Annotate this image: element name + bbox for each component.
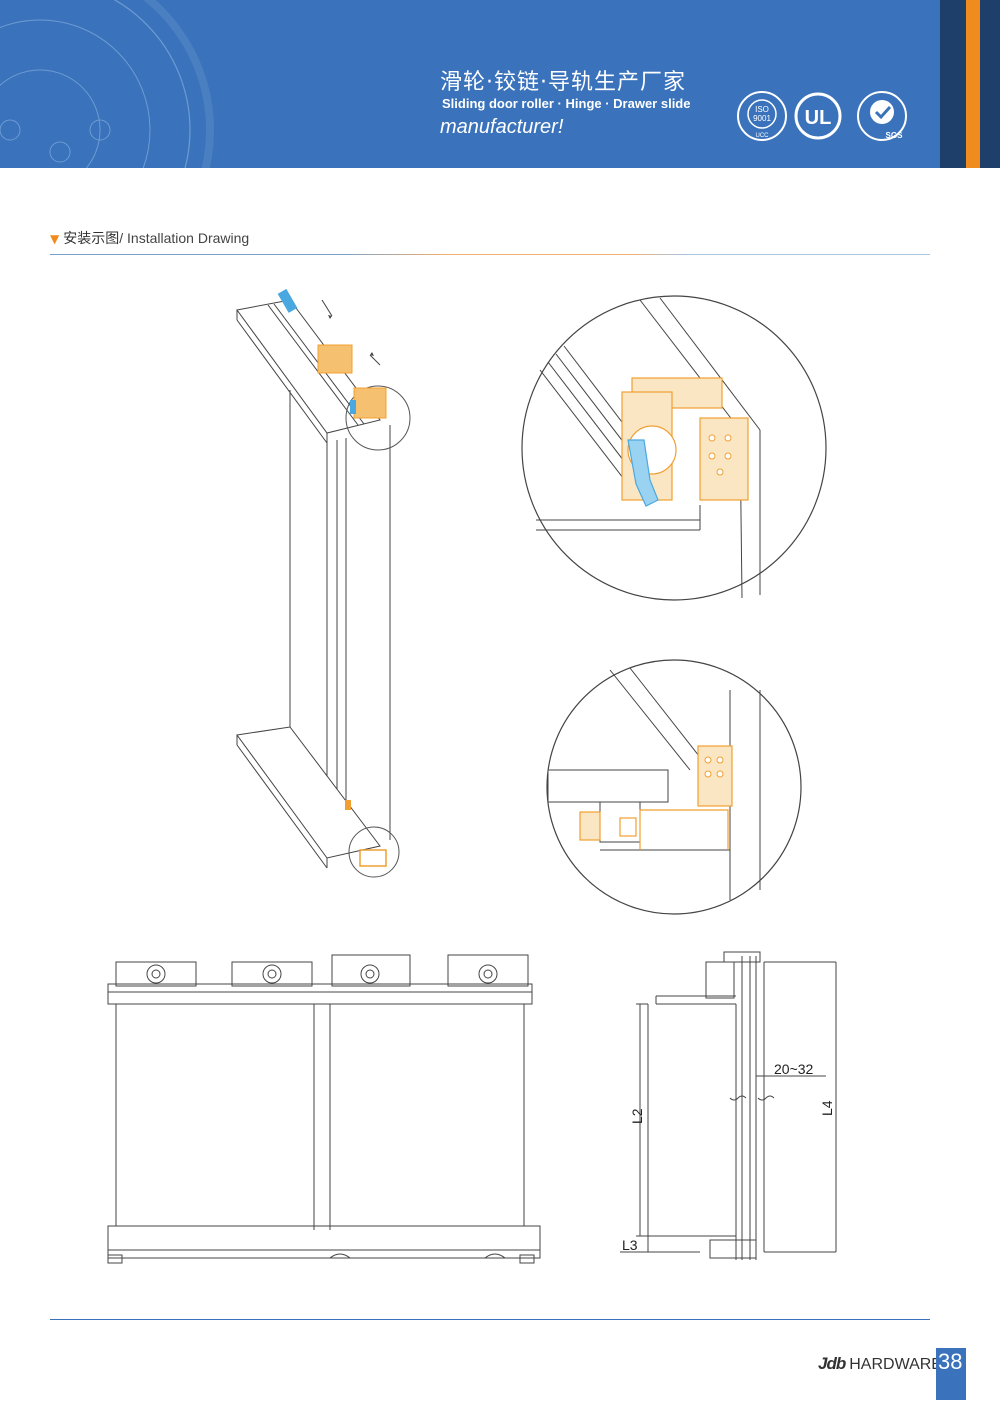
dim-l3-label: L3 <box>622 1237 638 1253</box>
section-title-cn: 安装示图 <box>63 231 120 247</box>
svg-text:ISO: ISO <box>755 105 769 114</box>
sgs-seal: SGS <box>857 91 907 141</box>
section-title-en: / Installation Drawing <box>119 230 250 246</box>
svg-text:9001: 9001 <box>753 114 771 123</box>
section-heading: ▼安装示图/ Installation Drawing <box>50 228 249 248</box>
brand-logo: Jdb <box>818 1354 846 1373</box>
bottom-guide-detail <box>546 659 802 915</box>
header-title-en: Sliding door roller · Hinge · Drawer sli… <box>442 96 691 111</box>
ul-mark: UL <box>794 92 842 140</box>
header-stripe-orange <box>966 0 980 168</box>
triangle-bullet-icon: ▼ <box>50 232 60 246</box>
page-number: 38 <box>938 1349 963 1374</box>
side-section <box>620 951 837 1260</box>
top-roller-detail <box>521 295 827 601</box>
svg-text:SGS: SGS <box>886 131 904 140</box>
header-decor-circles <box>0 0 214 168</box>
header-stripe-dark-2 <box>980 0 1000 168</box>
section-rule <box>50 254 930 255</box>
header-title-en-2: manufacturer! <box>440 116 564 138</box>
isometric-door-drawing <box>236 299 411 878</box>
dim-l2-label: L2 <box>629 1108 645 1124</box>
page-header: 滑轮·铰链·导轨生产厂家 Sliding door roller · Hinge… <box>0 0 1000 168</box>
brand-text: HARDWARE <box>849 1356 942 1373</box>
footer-rule <box>50 1319 930 1320</box>
cert-logos: ISO 9001 UCC UL SGS <box>737 91 907 141</box>
iso-9001-seal: ISO 9001 UCC <box>737 91 787 141</box>
svg-text:UCC: UCC <box>756 133 770 139</box>
dim-l4-label: L4 <box>819 1100 835 1116</box>
page-number-box <box>936 1348 966 1400</box>
front-elevation <box>107 954 541 1264</box>
isometric-hardware <box>277 288 387 867</box>
dim-gap-label: 20~32 <box>774 1061 814 1077</box>
header-stripe-dark <box>940 0 966 168</box>
svg-text:UL: UL <box>805 107 832 129</box>
header-title-cn: 滑轮·铰链·导轨生产厂家 <box>440 70 686 95</box>
